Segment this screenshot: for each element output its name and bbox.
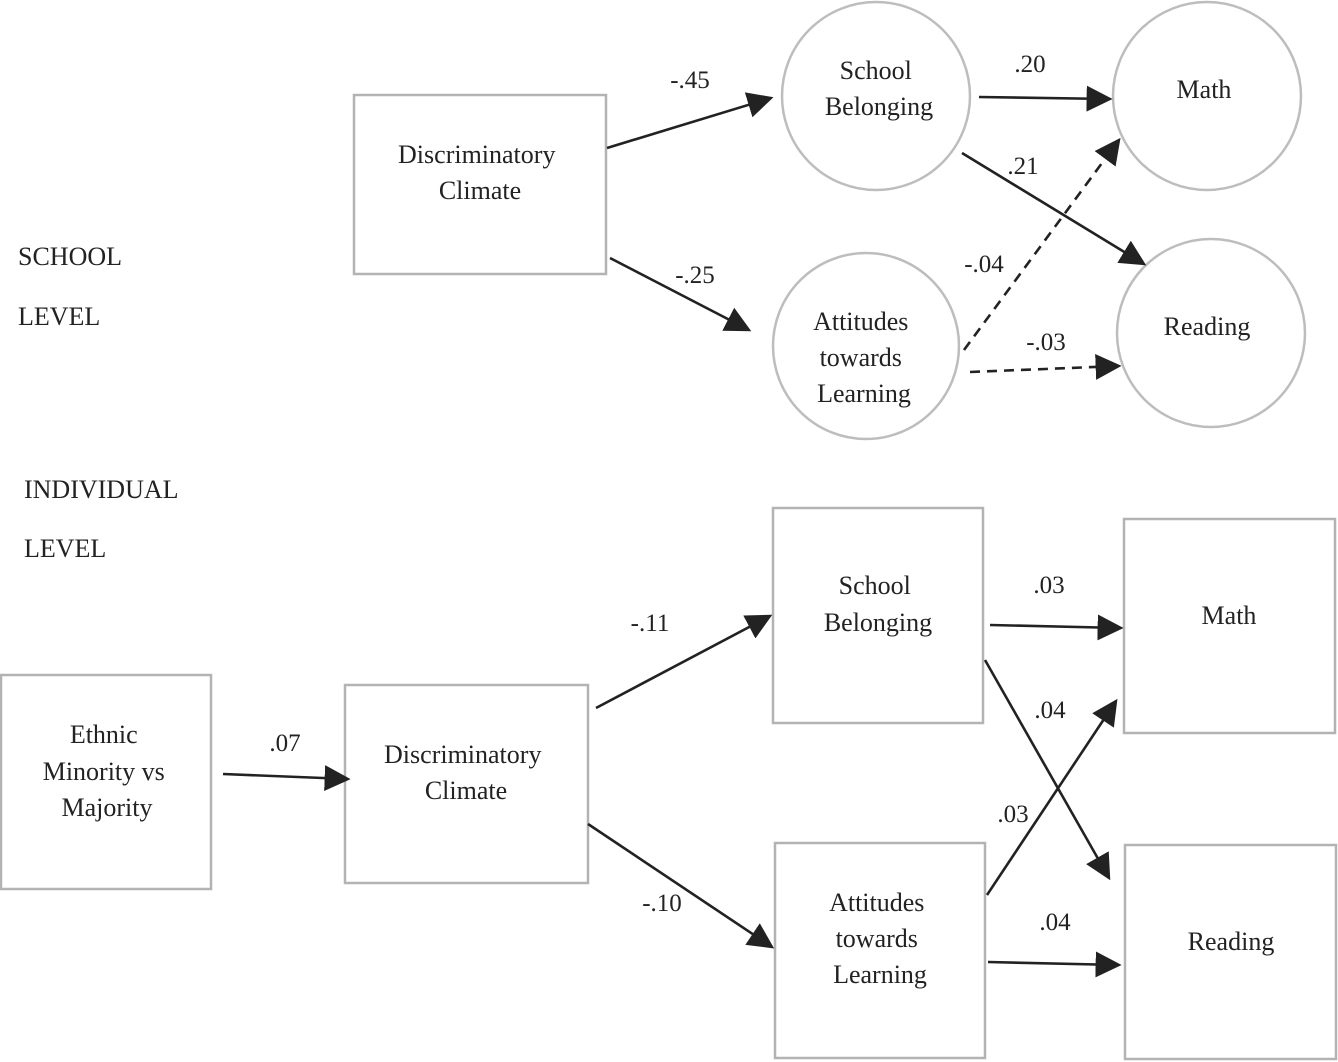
individual-arrow-ethnic-climate [222, 765, 351, 792]
svg-text:Math: Math [1177, 75, 1232, 104]
individual-arrow-attitudes-math [985, 698, 1118, 896]
svg-text:Ethnic Minority vs: Ethnic Minority vs Majority [43, 720, 172, 822]
school-arrow-climate-belonging [606, 92, 774, 150]
individual-reading-node: Reading [1123, 843, 1338, 1061]
school-arrow-attitudes-reading [969, 353, 1122, 380]
school-discriminatory-climate-node: Discriminatory Climate [352, 93, 608, 276]
school-level-label: SCHOOL LEVEL [18, 242, 128, 331]
school-reading-node: Reading [1115, 237, 1307, 429]
individual-arrow-climate-attitudes [587, 822, 775, 949]
individual-coef-ethnic-climate: .07 [269, 730, 300, 757]
school-arrow-belonging-math [978, 85, 1113, 112]
svg-text:School Belonging: School Belonging [824, 571, 932, 637]
individual-math-node: Math [1122, 517, 1337, 735]
individual-coef-climate-attitudes: -.10 [642, 890, 682, 917]
school-coef-attitudes-reading: -.03 [1026, 329, 1066, 356]
school-math-node: Math [1111, 0, 1303, 192]
school-coef-belonging-math: .20 [1014, 51, 1045, 78]
individual-arrow-belonging-reading [983, 659, 1111, 881]
individual-attitudes-node: Attitudes towards Learning [773, 841, 987, 1060]
individual-discriminatory-climate-node: Discriminatory Climate [343, 683, 590, 885]
school-coef-belonging-reading: .21 [1007, 153, 1038, 180]
svg-text:Discriminatory Climate: Discriminatory Climate [398, 140, 562, 205]
individual-arrow-climate-belonging [595, 614, 773, 710]
individual-coef-attitudes-math: .03 [997, 801, 1028, 828]
svg-text:Reading: Reading [1164, 312, 1251, 341]
individual-belonging-node: School Belonging [771, 506, 985, 725]
individual-ethnic-node: Ethnic Minority vs Majority [0, 673, 213, 891]
svg-text:Reading: Reading [1188, 927, 1275, 956]
individual-coef-climate-belonging: -.11 [631, 610, 670, 637]
svg-text:School Belonging: School Belonging [825, 56, 933, 121]
school-coef-climate-belonging: -.45 [670, 67, 710, 94]
school-arrow-attitudes-math [962, 137, 1121, 351]
svg-text:Discriminatory Climate: Discriminatory Climate [384, 740, 548, 805]
school-attitudes-node: Attitudes towards Learning [771, 251, 961, 441]
individual-coef-attitudes-reading: .04 [1039, 909, 1071, 936]
individual-level-label: INDIVIDUAL LEVEL [24, 475, 184, 563]
school-arrow-belonging-reading [961, 151, 1147, 266]
individual-arrow-attitudes-reading [987, 951, 1122, 978]
svg-text:Attitudes towards: Attitudes towards Learning [813, 307, 915, 408]
school-coef-attitudes-math: -.04 [964, 251, 1004, 278]
svg-text:Math: Math [1202, 601, 1257, 630]
school-belonging-node: School Belonging [780, 0, 972, 192]
school-arrow-climate-attitudes [609, 256, 752, 332]
school-coef-climate-attitudes: -.25 [675, 262, 715, 289]
individual-arrow-belonging-math [989, 614, 1124, 641]
svg-text:Attitudes towards: Attitudes towards Learning [829, 888, 931, 989]
individual-coef-belonging-reading: .04 [1034, 697, 1066, 724]
individual-coef-belonging-math: .03 [1033, 572, 1064, 599]
